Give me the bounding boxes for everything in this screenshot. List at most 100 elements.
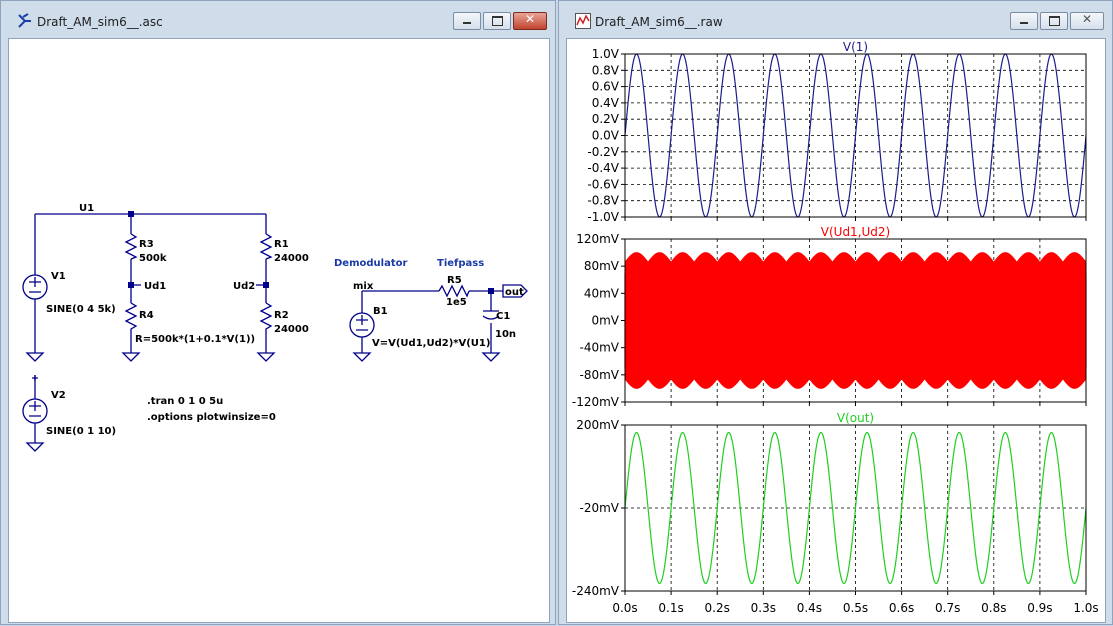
y-tick-label: -1.0V xyxy=(587,210,619,224)
schematic-window-title: Draft_AM_sim6__.asc xyxy=(37,15,163,29)
close-icon: ✕ xyxy=(1081,12,1093,26)
directive-options: .options plotwinsize=0 xyxy=(147,412,276,423)
x-tick-label: 1.0s xyxy=(1073,601,1098,615)
ground-r4 xyxy=(121,352,141,362)
pane-title: V(1) xyxy=(843,40,868,54)
schematic-drawing[interactable]: U1 R3 500k Ud1 R4 R=500k*(1+0.1*V(1)) R1… xyxy=(9,39,549,622)
resistor-r4 xyxy=(124,302,138,337)
y-tick-label: 1.0V xyxy=(592,47,620,61)
minimize-icon xyxy=(1020,22,1028,24)
source-v2 xyxy=(22,398,48,424)
y-tick-label: -80mV xyxy=(580,368,620,382)
waveform-window: Draft_AM_sim6__.raw ✕ V(1) 1.0V 0.8V 0.6V 0.… xyxy=(558,0,1113,625)
resistor-r1 xyxy=(259,233,273,260)
value-v2: SINE(0 1 10) xyxy=(46,426,116,437)
y-tick-label: 0mV xyxy=(591,314,619,328)
y-tick-label: -240mV xyxy=(572,584,620,598)
x-tick-label: 0.2s xyxy=(705,601,730,615)
value-r3: 500k xyxy=(139,253,167,264)
close-button[interactable]: ✕ xyxy=(513,12,547,30)
ground-c1 xyxy=(481,352,501,362)
net-label-u1: U1 xyxy=(79,203,94,214)
x-tick-label: 0.8s xyxy=(981,601,1006,615)
ground-v1 xyxy=(25,352,45,362)
schematic-titlebar[interactable]: Draft_AM_sim6__.asc ✕ xyxy=(1,1,555,39)
label-r1: R1 xyxy=(274,239,289,250)
directive-tran: .tran 0 1 0 5u xyxy=(147,396,223,407)
net-label-ud2: Ud2 xyxy=(233,281,255,292)
label-b1: B1 xyxy=(373,306,388,317)
x-tick-label: 0.6s xyxy=(889,601,914,615)
x-tick-label: 0.0s xyxy=(612,601,637,615)
y-tick-label: 80mV xyxy=(584,259,620,273)
x-tick-label: 0.1s xyxy=(658,601,683,615)
resistor-r2 xyxy=(259,302,273,337)
ground-v2 xyxy=(25,442,45,452)
trace-v1 xyxy=(624,53,1087,218)
y-tick-label: 40mV xyxy=(584,286,620,300)
x-tick-label: 0.3s xyxy=(751,601,776,615)
ground-r2 xyxy=(256,352,276,362)
label-r4: R4 xyxy=(139,310,154,321)
x-tick-label: 0.4s xyxy=(797,601,822,615)
label-v2: V2 xyxy=(51,390,66,401)
out-port-flag xyxy=(502,284,528,298)
value-r4: R=500k*(1+0.1*V(1)) xyxy=(135,334,255,345)
close-icon: ✕ xyxy=(524,12,536,26)
y-tick-label: 0.8V xyxy=(592,63,620,77)
comment-tiefpass: Tiefpass xyxy=(437,258,484,269)
y-tick-label: 0.0V xyxy=(592,129,620,143)
label-r2: R2 xyxy=(274,310,289,321)
source-v1 xyxy=(22,274,48,300)
resistor-r3 xyxy=(124,233,138,260)
y-tick-label: 0.6V xyxy=(592,80,620,94)
y-tick-label: 200mV xyxy=(576,418,620,432)
y-tick-label: -0.8V xyxy=(587,194,619,208)
minimize-button[interactable] xyxy=(453,12,481,30)
maximize-icon xyxy=(1049,16,1060,26)
waveform-plots[interactable]: V(1)1.0V0.8V0.6V0.4V0.2V0.0V-0.2V-0.4V-0… xyxy=(567,39,1105,622)
label-v1: V1 xyxy=(51,271,66,282)
ltspice-schematic-icon xyxy=(18,13,31,28)
x-tick-label: 0.7s xyxy=(935,601,960,615)
comment-demodulator: Demodulator xyxy=(334,258,407,269)
waveform-window-title: Draft_AM_sim6__.raw xyxy=(595,15,723,29)
value-c1: 10n xyxy=(495,329,516,340)
y-tick-label: -120mV xyxy=(572,395,620,409)
net-label-ud1: Ud1 xyxy=(144,281,166,292)
minimize-icon xyxy=(463,22,471,24)
y-tick-label: 120mV xyxy=(576,232,620,246)
x-tick-label: 0.5s xyxy=(843,601,868,615)
value-r2: 24000 xyxy=(274,324,309,335)
schematic-window: Draft_AM_sim6__.asc ✕ xyxy=(0,0,556,625)
source-b1 xyxy=(349,312,375,338)
label-c1: C1 xyxy=(496,311,510,322)
value-b1: V=V(Ud1,Ud2)*V(U1) xyxy=(372,338,490,349)
pane-title: V(out) xyxy=(837,411,874,425)
resistor-r5 xyxy=(438,284,470,298)
label-r5: R5 xyxy=(447,275,462,286)
value-r1: 24000 xyxy=(274,253,309,264)
maximize-icon xyxy=(492,16,503,26)
waveform-titlebar[interactable]: Draft_AM_sim6__.raw ✕ xyxy=(559,1,1112,39)
y-tick-label: 0.4V xyxy=(592,96,620,110)
schematic-canvas[interactable]: U1 R3 500k Ud1 R4 R=500k*(1+0.1*V(1)) R1… xyxy=(8,38,550,623)
close-button[interactable]: ✕ xyxy=(1070,12,1104,30)
waveform-viewer-icon xyxy=(575,13,591,29)
ground-b1 xyxy=(352,352,372,362)
minimize-button[interactable] xyxy=(1010,12,1038,30)
maximize-button[interactable] xyxy=(483,12,511,30)
net-label-out: out xyxy=(505,287,524,298)
maximize-button[interactable] xyxy=(1040,12,1068,30)
y-tick-label: -0.2V xyxy=(587,145,619,159)
y-tick-label: -0.6V xyxy=(587,177,619,191)
pane-title: V(Ud1,Ud2) xyxy=(821,225,890,239)
x-tick-label: 0.9s xyxy=(1027,601,1052,615)
value-r5: 1e5 xyxy=(446,297,467,308)
y-tick-label: -40mV xyxy=(580,341,620,355)
net-label-mix: mix xyxy=(353,281,374,292)
y-tick-label: -20mV xyxy=(580,501,620,515)
y-tick-label: 0.2V xyxy=(592,112,620,126)
trace-vout xyxy=(624,431,1087,585)
